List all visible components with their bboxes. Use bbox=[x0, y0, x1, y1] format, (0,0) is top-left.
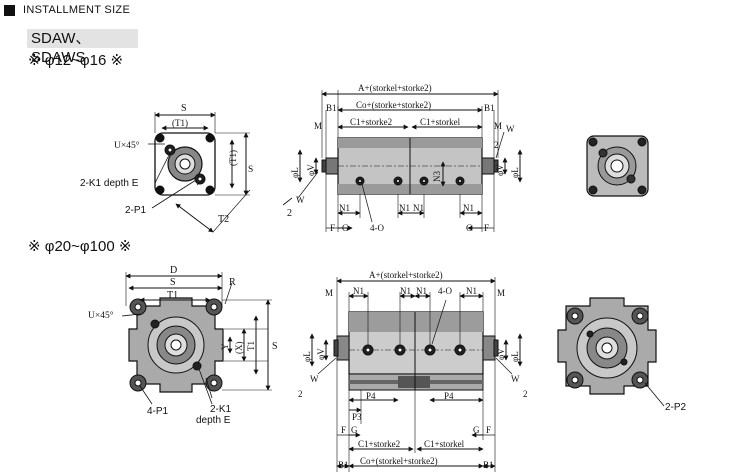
dim-b1-left-large: B1 bbox=[338, 460, 349, 470]
dim-n1-d: N1 bbox=[463, 203, 474, 213]
dim-p4-right: P4 bbox=[444, 391, 454, 401]
dim-n1-large-d: N1 bbox=[466, 286, 477, 296]
dim-phi-l-right: φL bbox=[510, 167, 520, 178]
dim-g-left: G bbox=[342, 223, 349, 233]
dim-c1-s2-large: C1+storke2 bbox=[358, 439, 400, 449]
small-bore-range: ※ φ12~φ16 ※ bbox=[28, 52, 124, 69]
dim-4o: 4-O bbox=[370, 223, 384, 233]
four-p1-label: 4-P1 bbox=[147, 406, 169, 417]
dim-m-right-large: M bbox=[497, 288, 505, 298]
header-square-icon bbox=[4, 4, 15, 16]
label-2-small: 2 bbox=[287, 208, 292, 219]
dim-chamfer-large: U×45° bbox=[88, 310, 114, 321]
dim-t1-vertical: (T1) bbox=[228, 150, 238, 166]
dim-d: D bbox=[170, 265, 177, 276]
dim-co-stroke-large: Co+(storkel+storke2) bbox=[360, 456, 438, 466]
dim-c1-s2: C1+storke2 bbox=[350, 117, 392, 127]
dim-b1-right: B1 bbox=[484, 103, 495, 113]
dim-s-side: S bbox=[248, 165, 253, 175]
k1-depth-label: 2-K1 depth E bbox=[80, 178, 139, 189]
dim-f-right-large: F bbox=[486, 425, 491, 435]
label-2-right: 2 bbox=[494, 140, 499, 150]
small-front-view bbox=[148, 112, 293, 233]
depth-e-label: depth E bbox=[196, 415, 231, 426]
dim-phi-v-left: φV bbox=[306, 164, 316, 176]
two-k1-label: 2-K1 bbox=[210, 404, 232, 415]
large-side-view bbox=[309, 277, 523, 472]
dim-n1-large-c: N1 bbox=[416, 286, 427, 296]
dim-phi-l-left: φL bbox=[290, 167, 300, 178]
section-header: INSTALLMENT SIZE bbox=[4, 3, 130, 17]
label-2-large-left: 2 bbox=[298, 389, 303, 399]
dim-co-stroke: Co+(storke+storke2) bbox=[356, 100, 431, 110]
dim-s-large: S bbox=[170, 277, 176, 288]
dim-phi-l-left-large: φL bbox=[302, 351, 312, 362]
large-rear-view bbox=[557, 297, 665, 407]
dim-g-left-large: G bbox=[351, 425, 358, 435]
dim-s-right-large: S bbox=[272, 341, 278, 352]
dim-t1-large: T1 bbox=[167, 290, 178, 301]
dim-n1-large-b: N1 bbox=[400, 286, 411, 296]
small-rear-view bbox=[586, 135, 649, 197]
dim-n3: N3 bbox=[432, 171, 442, 182]
dim-t1-right-large: T1 bbox=[246, 341, 256, 351]
dim-c1-s1: C1+storkel bbox=[420, 117, 461, 127]
dim-a-stroke: A+(storkel+storke2) bbox=[358, 83, 432, 93]
dim-phi-l-right-large: φL bbox=[510, 351, 520, 362]
dim-m-right: M bbox=[494, 121, 502, 131]
dim-w-left: W bbox=[296, 195, 305, 205]
dim-phi-v-right-large: φV bbox=[496, 348, 506, 360]
dim-b1-right-large: B1 bbox=[483, 460, 494, 470]
dim-g-right-large: G bbox=[473, 425, 480, 435]
small-side-view bbox=[297, 90, 523, 232]
dim-s: S bbox=[181, 103, 187, 114]
dim-t1-paren: (T1) bbox=[172, 118, 188, 128]
label-2-large-right: 2 bbox=[523, 389, 528, 399]
dim-f-left: F bbox=[330, 223, 335, 233]
dim-w-left-large: W bbox=[310, 374, 319, 384]
dim-n1-a: N1 bbox=[339, 203, 350, 213]
dim-t2: T2 bbox=[218, 214, 229, 225]
dim-w-right-large: W bbox=[511, 374, 520, 384]
dim-n1-b: N1 bbox=[399, 203, 410, 213]
dim-f-left-large: F bbox=[341, 425, 346, 435]
dim-p4-left: P4 bbox=[366, 391, 376, 401]
dim-chamfer: U×45° bbox=[114, 140, 140, 151]
two-p2-label: 2-P2 bbox=[665, 402, 687, 413]
dim-g-right: G bbox=[466, 223, 473, 233]
dim-f-right: F bbox=[484, 223, 489, 233]
header-title: INSTALLMENT SIZE bbox=[23, 4, 131, 16]
dim-m-left-large: M bbox=[325, 288, 333, 298]
dim-phi-v-left-large: φV bbox=[316, 348, 326, 360]
large-front-view bbox=[121, 272, 272, 405]
dim-c1-s1-large: C1+storkel bbox=[424, 439, 465, 449]
dim-b1-left: B1 bbox=[326, 103, 337, 113]
dim-4o-large: 4-O bbox=[438, 286, 452, 296]
large-bore-range: ※ φ20~φ100 ※ bbox=[28, 238, 132, 255]
dim-a-stroke-large: A+(storkel+storke2) bbox=[369, 270, 443, 280]
p1-label: 2-P1 bbox=[125, 205, 147, 216]
dim-n1-c: N1 bbox=[413, 203, 424, 213]
dim-phi-v-right: φV bbox=[495, 164, 505, 176]
model-label: SDAW、SDAWS bbox=[27, 29, 138, 66]
dim-p3: P3 bbox=[352, 412, 362, 422]
dim-w-right: W bbox=[506, 124, 515, 134]
dim-m-left: M bbox=[314, 121, 322, 131]
dim-n1-large-a: N1 bbox=[353, 286, 364, 296]
dim-y: Y bbox=[220, 343, 230, 350]
dim-r: R bbox=[229, 277, 236, 288]
dim-x-paren: (X) bbox=[234, 342, 244, 355]
